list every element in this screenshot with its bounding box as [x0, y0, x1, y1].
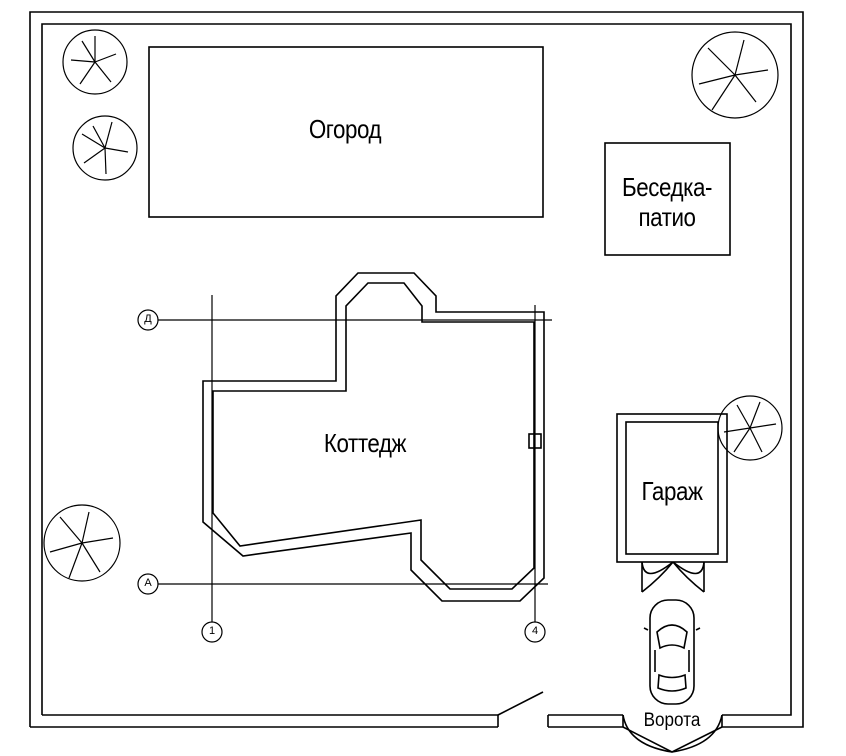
vegetable-garden-label: Огород	[308, 114, 382, 144]
car-icon	[643, 599, 701, 705]
tree-2-icon	[72, 115, 138, 181]
axis-col-left-label: 1	[208, 625, 216, 637]
cottage-label: Коттедж	[323, 428, 407, 458]
property-boundary	[29, 11, 804, 728]
garage-label: Гараж	[641, 476, 703, 506]
axis-row-top-label: Д	[144, 313, 152, 325]
main-gate	[622, 714, 723, 753]
wicket-gate	[497, 691, 544, 716]
gazebo-label-line1: Беседка-	[621, 172, 713, 202]
tree-5-icon	[43, 504, 121, 582]
tree-4-icon	[717, 395, 783, 461]
axis-row-bottom-label: А	[144, 577, 152, 589]
tree-3-icon	[691, 31, 779, 119]
vegetable-garden-area	[148, 46, 544, 218]
tree-1-icon	[62, 29, 128, 95]
gate-label: Ворота	[630, 711, 714, 730]
gazebo-label-line2: патио	[638, 202, 696, 232]
axis-col-right-label: 4	[531, 625, 539, 637]
axis-lines	[137, 295, 552, 643]
garage-building	[616, 413, 728, 593]
gazebo-area	[604, 142, 731, 256]
